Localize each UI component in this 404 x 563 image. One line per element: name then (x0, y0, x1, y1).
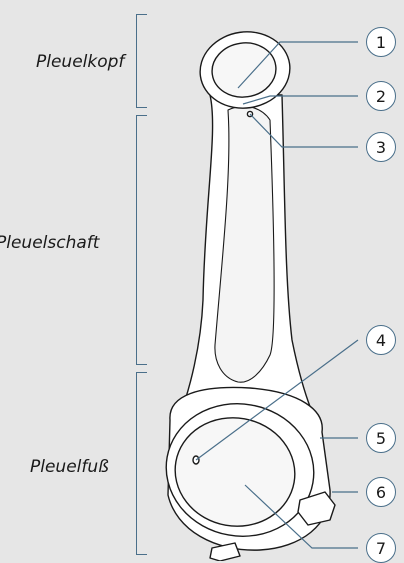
callout-6: 6 (366, 477, 396, 507)
callout-1: 1 (366, 27, 396, 57)
callout-4: 4 (366, 325, 396, 355)
callout-5: 5 (366, 423, 396, 453)
bolt-left (210, 543, 240, 561)
callout-2: 2 (366, 81, 396, 111)
callout-7: 7 (366, 533, 396, 563)
callout-3: 3 (366, 132, 396, 162)
